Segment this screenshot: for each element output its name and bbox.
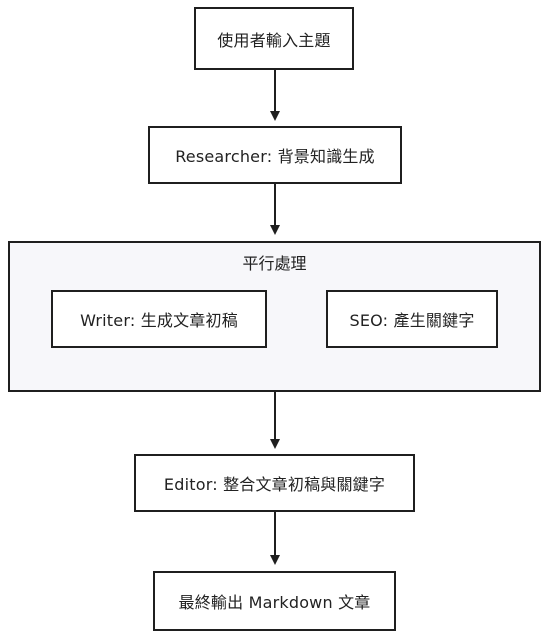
seo-node: SEO: 產生關鍵字 bbox=[326, 290, 498, 348]
writer-node: Writer: 生成文章初稿 bbox=[51, 290, 267, 348]
parallel-group-label: 平行處理 bbox=[242, 254, 307, 273]
writer-node-label: Writer: 生成文章初稿 bbox=[80, 311, 238, 330]
input-node-label: 使用者輸入主題 bbox=[217, 30, 331, 50]
researcher-node-label: Researcher: 背景知識生成 bbox=[175, 147, 375, 166]
input-node: 使用者輸入主題 bbox=[194, 7, 354, 70]
output-node: 最終輸出 Markdown 文章 bbox=[153, 571, 396, 631]
researcher-node: Researcher: 背景知識生成 bbox=[148, 126, 402, 184]
output-node-label: 最終輸出 Markdown 文章 bbox=[178, 593, 371, 612]
editor-node-label: Editor: 整合文章初稿與關鍵字 bbox=[163, 475, 386, 494]
editor-node: Editor: 整合文章初稿與關鍵字 bbox=[134, 454, 415, 512]
seo-node-label: SEO: 產生關鍵字 bbox=[349, 311, 475, 330]
